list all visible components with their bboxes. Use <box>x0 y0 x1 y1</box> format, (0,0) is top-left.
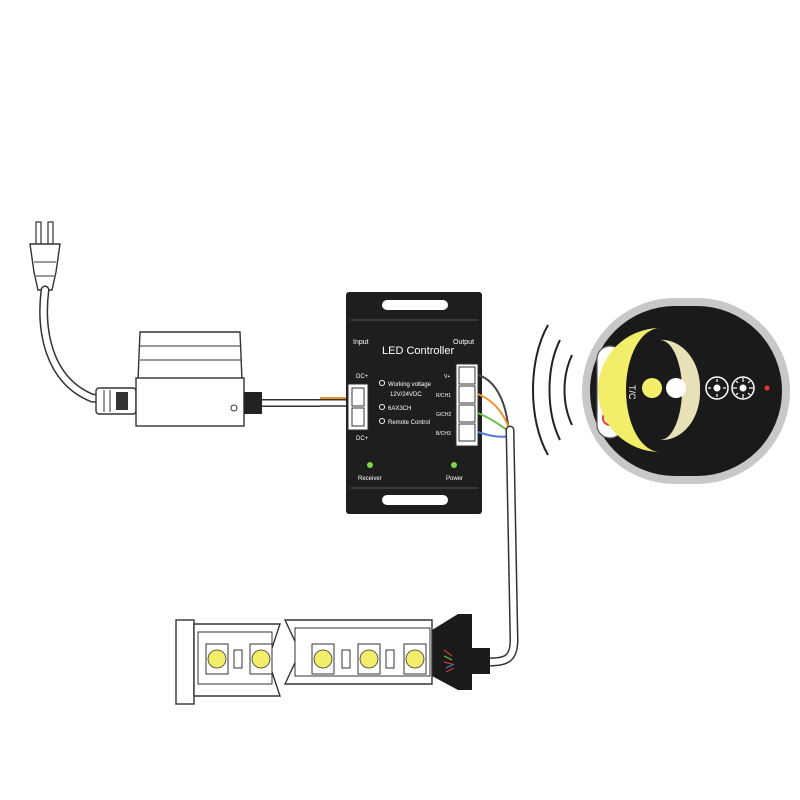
remote-logo: T/C <box>627 385 637 400</box>
led-chip <box>311 643 335 675</box>
output-terminal-label: V+ <box>444 374 450 380</box>
spec-item: Remote Control <box>388 420 430 426</box>
receiver-label: Receiver <box>358 476 382 482</box>
led-chip <box>249 643 273 675</box>
spec-list: Working voltage 12V/24VDC 6AX3CH Remote … <box>378 379 432 426</box>
wireless-signal-icon <box>532 324 573 456</box>
dc-minus-label: DC+ <box>356 436 369 442</box>
power-adapter-icon <box>95 331 262 427</box>
resistor <box>385 649 395 669</box>
power-plug-icon <box>29 221 61 291</box>
remote-control-icon: T/C <box>582 298 790 484</box>
output-terminal-label: B/CH3 <box>436 431 451 437</box>
remote-indicator-led <box>764 385 770 391</box>
brightness-down-icon <box>705 376 729 400</box>
output-label: Output <box>453 339 474 346</box>
controller-title: LED Controller <box>382 345 454 357</box>
input-label: Input <box>353 339 369 346</box>
dc-plus-label: DC+ <box>356 374 369 380</box>
led-controller-icon: Input Output LED Controller DC+ DC+ Work… <box>346 292 482 514</box>
output-terminal-label: R/CH1 <box>436 393 451 399</box>
spec-item: Working voltage <box>388 382 432 388</box>
resistor <box>341 649 351 669</box>
output-terminal-label: G/CH2 <box>436 412 452 418</box>
receiver-indicator <box>367 462 373 468</box>
power-label: Power <box>446 476 463 482</box>
led-chip <box>357 643 381 675</box>
power-indicator <box>451 462 457 468</box>
output-wires <box>477 374 512 438</box>
power-cord <box>39 285 117 405</box>
spec-item: 6AX3CH <box>388 406 411 412</box>
remote-warm-button <box>642 378 662 398</box>
resistor <box>233 649 243 669</box>
spec-item: 12V/24VDC <box>390 392 422 398</box>
remote-cool-button <box>666 378 686 398</box>
remote-touch-ring <box>598 328 660 452</box>
led-chip <box>403 643 427 675</box>
led-chip <box>205 643 229 675</box>
brightness-up-icon <box>731 376 755 400</box>
led-strip-icon <box>175 614 490 705</box>
